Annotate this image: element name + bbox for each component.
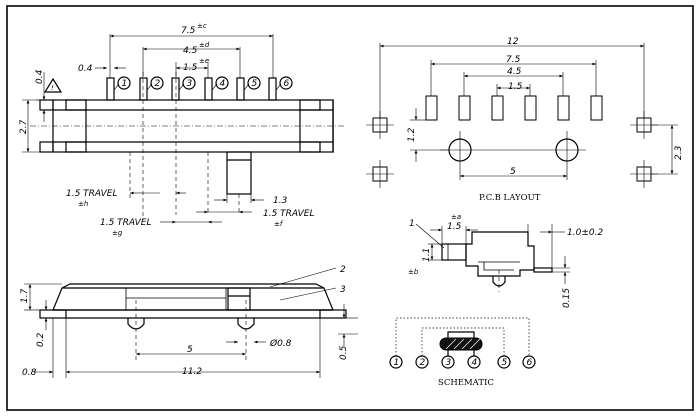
svg-text:1: 1 <box>122 79 128 89</box>
pcb-dim-4-5: 4.5 <box>507 67 522 77</box>
svg-text:1: 1 <box>394 358 400 368</box>
dim-4-5: 4.5 <box>183 46 198 56</box>
dim-0-4-pin: 0.4 <box>78 64 93 74</box>
svg-text:!: ! <box>51 84 54 92</box>
dim-2-7: 2.7 <box>19 119 29 134</box>
dim-1-3: 1.3 <box>273 196 288 206</box>
pcb-dim-2-3: 2.3 <box>674 145 684 160</box>
side-dim-1-5: 1.5 <box>447 222 462 232</box>
pin-callouts: 1 2 3 4 5 6 <box>113 76 293 91</box>
side-dim-0-15: 0.15 <box>562 288 572 308</box>
dim-7-5-tol: ±c <box>197 22 207 30</box>
pcb-signal-pads <box>425 95 603 121</box>
side-lever <box>441 243 467 261</box>
bottom-dim-11-2: 11.2 <box>182 367 202 377</box>
bottom-dim-0-8: 0.8 <box>22 368 37 378</box>
pcb-mount-pads <box>366 111 658 188</box>
pcb-dim-1-2: 1.2 <box>407 127 417 142</box>
front-view: 7.5 ±c 4.5 ±d 1.5 ±e 0.4 1 2 3 <box>19 22 345 237</box>
pcb-caption: P.C.B LAYOUT <box>479 193 541 203</box>
bottom-callout-2: 2 <box>340 265 346 275</box>
travel-f-label: 1.5 TRAVEL <box>263 209 315 219</box>
travel-h-label: 1.5 TRAVEL <box>66 189 118 199</box>
dim-0-4-lead: 0.4 <box>35 69 45 84</box>
schematic-contact-bar <box>439 337 483 351</box>
travel-h-tol: ±h <box>78 200 88 208</box>
pcb-layout: 12 7.5 4.5 1.5 <box>366 37 684 203</box>
svg-text:6: 6 <box>527 358 533 368</box>
schematic-terminals: 1 2 3 4 5 6 <box>389 355 536 369</box>
side-dim-1-1: 1.1 <box>422 248 432 262</box>
travel-g-tol: ±g <box>112 229 123 237</box>
dim-1-5-tol: ±e <box>199 57 209 65</box>
svg-text:5: 5 <box>252 79 258 89</box>
bottom-view: 2 3 1.7 0.2 5 Ø0.8 0.5 0.8 11.2 <box>20 265 358 378</box>
side-dim-1-1-tol: ±b <box>408 268 419 276</box>
pcb-dim-12: 12 <box>507 37 519 47</box>
warning-triangle-icon <box>43 77 63 93</box>
bottom-dim-5: 5 <box>187 345 193 355</box>
bottom-dim-phi: Ø0.8 <box>269 338 292 349</box>
svg-text:2: 2 <box>155 79 161 89</box>
bottom-callout-3: 3 <box>340 285 346 295</box>
pcb-dim-7-5: 7.5 <box>506 55 521 65</box>
dim-7-5: 7.5 <box>181 26 196 36</box>
side-dim-1-0: 1.0±0.2 <box>567 228 603 238</box>
svg-text:3: 3 <box>446 358 452 368</box>
dim-4-5-tol: ±d <box>199 41 210 49</box>
schematic: 1 2 3 4 5 6 SCHEMATIC <box>389 317 536 388</box>
travel-f-tol: ±f <box>274 220 284 228</box>
svg-text:5: 5 <box>502 358 508 368</box>
svg-text:3: 3 <box>187 79 193 89</box>
pcb-dim-1-5: 1.5 <box>508 82 523 92</box>
dim-1-5: 1.5 <box>183 63 198 73</box>
svg-text:4: 4 <box>220 79 226 89</box>
side-view: 1.5 ±a 1 1.1 ±b 1.0±0.2 0.15 <box>408 213 603 308</box>
svg-text:6: 6 <box>284 79 290 89</box>
sheet-border <box>6 5 694 411</box>
actuator <box>226 151 252 195</box>
svg-text:2: 2 <box>420 358 426 368</box>
side-dim-1-5-tol: ±a <box>451 213 461 221</box>
bottom-dim-0-2: 0.2 <box>36 332 46 347</box>
travel-g-label: 1.5 TRAVEL <box>100 218 152 228</box>
bottom-dim-1-7: 1.7 <box>20 288 30 303</box>
pcb-dim-5: 5 <box>510 167 516 177</box>
bottom-dim-0-5: 0.5 <box>339 345 349 360</box>
svg-text:4: 4 <box>472 358 478 368</box>
side-callout-1: 1 <box>409 219 415 229</box>
schematic-caption: SCHEMATIC <box>438 378 494 388</box>
